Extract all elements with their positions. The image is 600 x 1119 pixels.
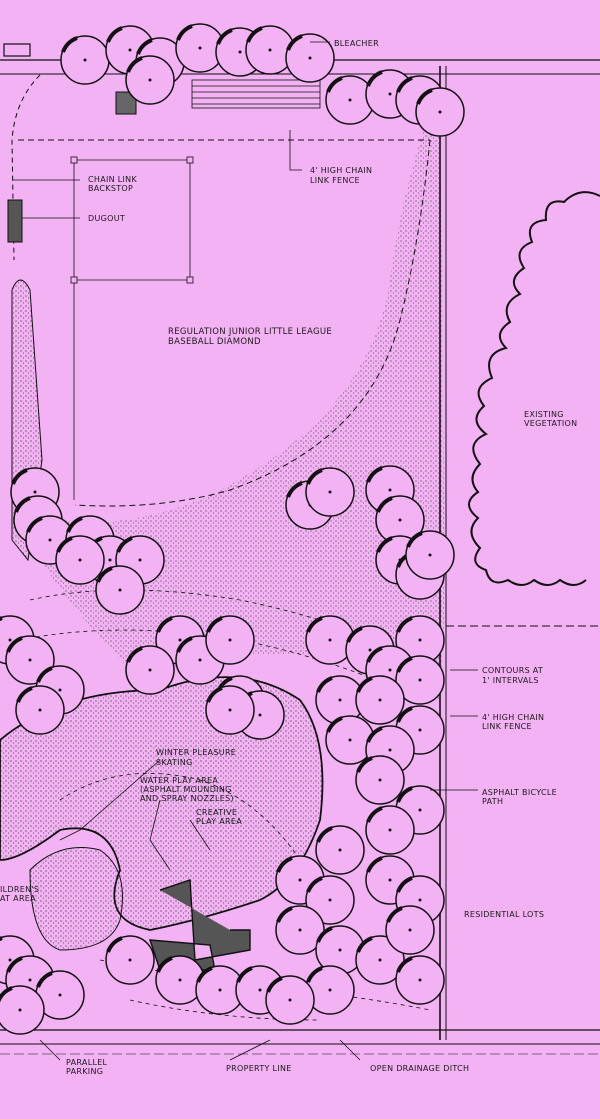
baseball-diamond [70, 156, 194, 500]
contours-label-2: 1' INTERVALS [482, 676, 539, 685]
water-play-label-2: (ASPHALT MOUNDING [140, 785, 232, 794]
existing-vegetation-label-1: EXISTING [524, 410, 564, 419]
childrens-area [29, 847, 123, 951]
contours-label-1: CONTOURS AT [482, 666, 544, 675]
leader-lines [12, 41, 478, 1061]
bleacher-block [115, 91, 137, 115]
chain-link-backstop-label-2: BACKSTOP [88, 184, 134, 193]
fence-top-label-1: 4' HIGH CHAIN [310, 166, 373, 175]
outfield-stipple [40, 110, 445, 700]
dugout [7, 199, 23, 243]
fence-side-label-1: 4' HIGH CHAIN [482, 713, 545, 722]
diamond-label-1: REGULATION JUNIOR LITTLE LEAGUE [168, 327, 333, 337]
backstop-arc [11, 74, 41, 261]
existing-vegetation-label-2: VEGETATION [524, 419, 578, 428]
bleacher-label: BLEACHER [334, 39, 379, 48]
childrens-area-label-1: ILDREN'S [0, 885, 40, 894]
creative-play-label-2: PLAY AREA [196, 817, 243, 826]
bicycle-path-label-1: ASPHALT BICYCLE [482, 788, 557, 797]
winter-skating-label-2: SKATING [156, 758, 193, 767]
fence-top-label-2: LINK FENCE [310, 176, 360, 185]
diamond-fence [18, 139, 431, 507]
bicycle-path-label-2: PATH [482, 797, 504, 806]
chain-link-backstop-label-1: CHAIN LINK [88, 175, 138, 184]
existing-vegetation-outline [468, 191, 600, 586]
winter-skating-label-1: WINTER PLEASURE [156, 748, 237, 757]
residential-lots-label: RESIDENTIAL LOTS [464, 910, 545, 919]
bottom-road [0, 1029, 600, 1055]
parallel-parking-label-1: PARALLEL [66, 1058, 108, 1067]
parallel-parking-label-2: PARKING [66, 1067, 104, 1076]
creative-play-label-1: CREATIVE [196, 808, 238, 817]
fence-side-label-2: LINK FENCE [482, 722, 532, 731]
diamond-label-2: BASEBALL DIAMOND [168, 337, 261, 347]
water-play-label-3: AND SPRAY NOZZLES) [140, 794, 234, 803]
drainage-ditch-label: OPEN DRAINAGE DITCH [370, 1064, 470, 1073]
childrens-area-label-2: AT AREA [0, 894, 36, 903]
bleacher [191, 79, 321, 109]
water-play-label-1: WATER PLAY AREA [140, 776, 219, 785]
property-line-label: PROPERTY LINE [226, 1064, 292, 1073]
dugout-label: DUGOUT [88, 214, 126, 223]
